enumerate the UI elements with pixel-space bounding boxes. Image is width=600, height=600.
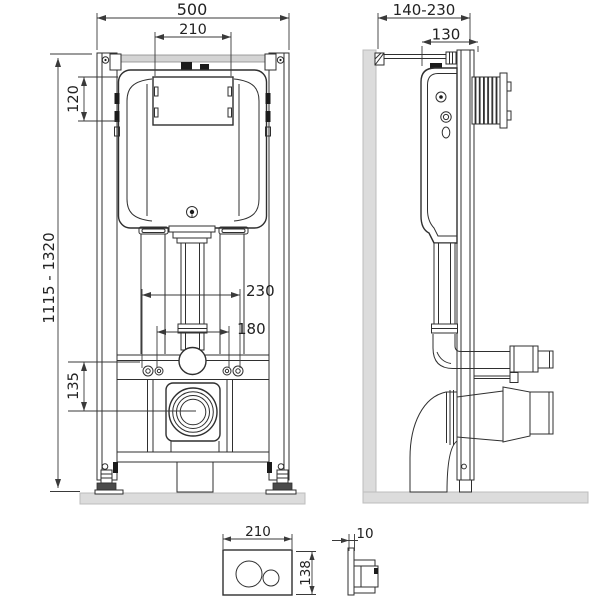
outlet-connector xyxy=(529,391,554,435)
frame-rail-side xyxy=(456,49,475,493)
outlet-cone xyxy=(502,386,531,443)
dim-label-frame-height: 1115 - 1320 xyxy=(40,232,58,323)
cistern-front xyxy=(114,62,271,229)
flush-button-small-icon xyxy=(262,569,280,587)
dim-outlet-height: 135 xyxy=(66,361,196,412)
dim-label-window-width: 210 xyxy=(179,22,207,38)
dim-fixing-outer: 230 xyxy=(141,282,275,368)
frame-feet xyxy=(94,463,297,495)
cistern-side xyxy=(420,63,458,244)
pipe-clamp xyxy=(178,346,207,376)
cistern-side-knob xyxy=(430,63,442,71)
top-crossbar xyxy=(101,53,285,71)
side-view xyxy=(362,49,589,504)
dim-label-plate-width: 210 xyxy=(245,524,271,540)
floor-side xyxy=(362,491,589,504)
cistern-top-knob-2 xyxy=(200,64,209,71)
dim-cistern-depth: 130 xyxy=(421,26,479,66)
drain-elbow-side xyxy=(409,386,554,493)
dim-depth-range: 140-230 xyxy=(377,1,471,49)
dim-window-width: 210 xyxy=(154,22,232,76)
dim-window-height: 120 xyxy=(66,76,118,122)
dim-plate-height: 138 xyxy=(296,551,316,595)
dim-label-overall-width: 500 xyxy=(177,0,208,19)
dim-label-window-height: 120 xyxy=(66,85,82,113)
flush-button-large-icon xyxy=(235,560,263,588)
cistern-top-knob xyxy=(181,62,192,71)
flush-elbow-side xyxy=(432,334,554,383)
dim-label-plate-height: 138 xyxy=(298,560,314,586)
flush-pipe-front xyxy=(138,225,249,351)
dim-label-depth-range: 140-230 xyxy=(393,1,456,19)
wall-bracket xyxy=(374,51,457,66)
dim-overall-width: 500 xyxy=(96,0,290,50)
fixing-crossbar xyxy=(117,234,269,380)
front-view xyxy=(79,52,306,505)
dim-plate-thickness: 10 xyxy=(332,526,374,551)
outlet-front xyxy=(113,380,272,493)
wall xyxy=(362,49,377,493)
dim-label-fixing-outer: 230 xyxy=(246,282,275,300)
dim-label-cistern-depth: 130 xyxy=(432,26,461,44)
floor-front xyxy=(79,492,306,505)
dim-plate-width: 210 xyxy=(222,524,293,549)
flush-valve-icon xyxy=(186,206,198,218)
flush-plate-bellows xyxy=(471,72,512,129)
dim-frame-height: 1115 - 1320 xyxy=(40,53,92,492)
inspection-window xyxy=(152,76,234,126)
dimensions: 500 210 120 1115 - 1320 135 xyxy=(40,0,479,595)
frame-rails xyxy=(96,52,290,481)
fixing-holes xyxy=(142,365,244,377)
flush-plate-side-view xyxy=(347,547,379,596)
drain-housing xyxy=(176,461,214,493)
dim-label-outlet-height: 135 xyxy=(66,372,82,400)
dim-fixing-inner: 180 xyxy=(156,320,266,368)
dim-label-fixing-inner: 180 xyxy=(237,320,266,338)
dim-label-plate-thickness: 10 xyxy=(356,526,373,542)
flush-pipe-side xyxy=(431,242,458,334)
flush-plate-front-view xyxy=(222,549,293,596)
